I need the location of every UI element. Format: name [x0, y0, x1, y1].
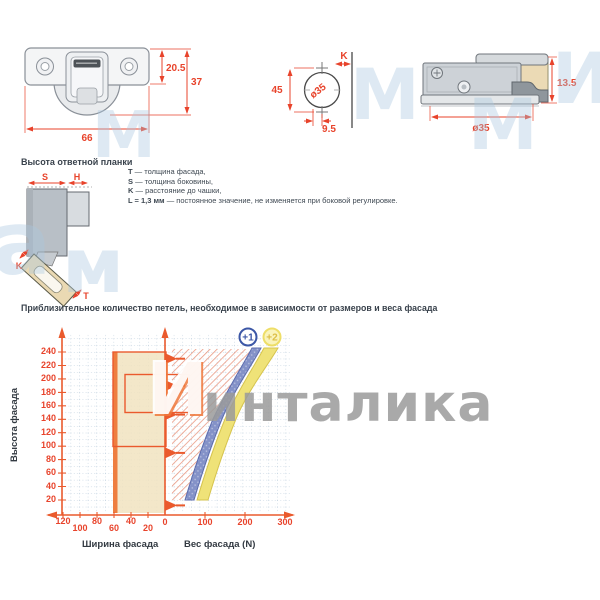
- dim-label-k: K: [340, 51, 348, 62]
- band-plus1: [184, 347, 262, 501]
- y-tick: 180: [40, 387, 56, 397]
- watermark-text: инталика: [203, 374, 494, 434]
- hinge-arm-inner: [426, 66, 518, 93]
- outlined-rect-1: [112, 351, 167, 448]
- legend-line-s: S — толщина боковины,: [128, 177, 478, 187]
- legend-text: — толщина боковины,: [133, 176, 213, 186]
- legend-line-k: K — расстояние до чашки,: [128, 186, 478, 196]
- y-axis-ticks: [58, 351, 66, 501]
- plate-top-view-drawing: 20.5 37 66: [24, 47, 203, 144]
- label-t: T: [83, 291, 89, 301]
- brand-emboss-mark: [76, 62, 97, 64]
- drilling-pattern-drawing: 45 ø35 9.5 K: [271, 51, 353, 135]
- y-tick: 200: [40, 373, 56, 383]
- dim-label-37: 37: [191, 77, 203, 88]
- y-tick: 160: [40, 400, 56, 410]
- width-tick: 100: [72, 523, 88, 533]
- center-axis-arrow: [161, 327, 169, 338]
- mounting-plate-side: [66, 191, 90, 227]
- weight-tick: 200: [237, 517, 253, 527]
- watermark-faint-letter: м: [62, 221, 125, 310]
- label-k: K: [16, 261, 23, 271]
- y-axis-arrow: [58, 327, 66, 338]
- weight-tick: 300: [277, 517, 293, 527]
- y-tick: 20: [45, 494, 56, 504]
- screw-hole-left-inner: [40, 62, 50, 71]
- x-axis-ticks: [62, 512, 286, 518]
- badge-plus1-label: +1: [242, 333, 254, 344]
- y-tick: 100: [40, 440, 56, 450]
- label-h: H: [74, 172, 81, 182]
- y-tick: 60: [45, 467, 56, 477]
- label-s: S: [42, 172, 48, 182]
- width-tick: 80: [91, 516, 102, 526]
- cam-screw-inner: [461, 84, 467, 90]
- cup-side-view-drawing: 13.5 ø35: [420, 53, 577, 134]
- y-tick: 220: [40, 360, 56, 370]
- door-cup-slot: [33, 265, 63, 294]
- plate-slot: [76, 87, 98, 105]
- legend-text: — толщина фасада,: [132, 167, 206, 176]
- x-axis-right-arrow: [284, 511, 295, 519]
- dim-label-13-5: 13.5: [557, 78, 577, 89]
- drill-cross-top: [316, 62, 328, 74]
- legend-text: — постоянное значение, не изменяется при…: [164, 195, 398, 205]
- watermark-faint-letter: М: [350, 54, 420, 136]
- side-panel: [26, 188, 68, 257]
- y-tick: 140: [40, 413, 56, 423]
- dim-label-9-5: 9.5: [322, 124, 336, 135]
- hinge-count-arrows: [165, 353, 185, 511]
- watermark-faint-letter: М: [468, 84, 538, 166]
- dim-label-45: 45: [271, 85, 283, 96]
- y-tick: 240: [40, 346, 56, 356]
- watermark-faint-letter: М: [92, 99, 156, 173]
- legend-line-t: T — толщина фасада,: [128, 167, 478, 177]
- xlabel-weight: Вес фасада (N): [184, 539, 256, 550]
- legend-key: S: [128, 176, 134, 186]
- badge-plus1-circle: [238, 327, 258, 347]
- plate-height-diagram: S H K T: [16, 172, 92, 307]
- badge-plus2-label: +2: [266, 333, 278, 344]
- chart-title: Приблизительное количество петель, необх…: [21, 303, 438, 313]
- ylabel-height: Высота фасада: [9, 388, 20, 462]
- y-tick: 80: [45, 454, 56, 464]
- base-plate: [420, 94, 540, 105]
- y-tick: 120: [40, 427, 56, 437]
- hinge-quantity-chart: +1 +2: [46, 327, 295, 519]
- hatched-region: [172, 349, 252, 500]
- dim-label-d35-cup: ø35: [472, 123, 490, 134]
- width-tick: 120: [55, 516, 71, 526]
- badge-plus2-circle: [262, 327, 282, 347]
- screw-hole-right-inner: [124, 62, 134, 71]
- y-tick: 40: [45, 481, 56, 491]
- orange-strip: [113, 352, 118, 513]
- watermark-logo-letter: И: [146, 346, 208, 432]
- legend-key: T: [128, 167, 133, 176]
- legend-line-l: L = 1,3 мм — постоянное значение, не изм…: [128, 196, 478, 206]
- width-tick: 20: [142, 523, 153, 533]
- screw-cross: [433, 69, 441, 77]
- weight-tick: 100: [197, 517, 213, 527]
- outlined-rect-2: [124, 373, 190, 414]
- band-plus2: [196, 347, 279, 501]
- zero-tick: 0: [162, 517, 168, 527]
- legend-block: T — толщина фасада, S — толщина боковины…: [128, 167, 478, 205]
- dim-label-20-5: 20.5: [166, 63, 186, 74]
- section-heading: Высота ответной планки: [21, 157, 133, 167]
- legend-text: — расстояние до чашки,: [133, 186, 222, 195]
- width-tick: 60: [108, 523, 119, 533]
- width-tick: 40: [125, 516, 136, 526]
- open-door: [20, 253, 78, 307]
- legend-key: L = 1,3 мм: [128, 195, 165, 205]
- side-panel-edge: [27, 189, 33, 256]
- dim-line-t: [72, 289, 82, 299]
- dim-label-66: 66: [81, 133, 93, 144]
- dim-line-k2: [19, 249, 29, 259]
- watermark-faint-letter: И: [552, 38, 600, 120]
- legend-key: K: [128, 186, 134, 195]
- watermark-faint-letter: а: [0, 192, 52, 295]
- x-axis-left-arrow: [46, 511, 57, 519]
- xlabel-width: Ширина фасада: [82, 539, 159, 550]
